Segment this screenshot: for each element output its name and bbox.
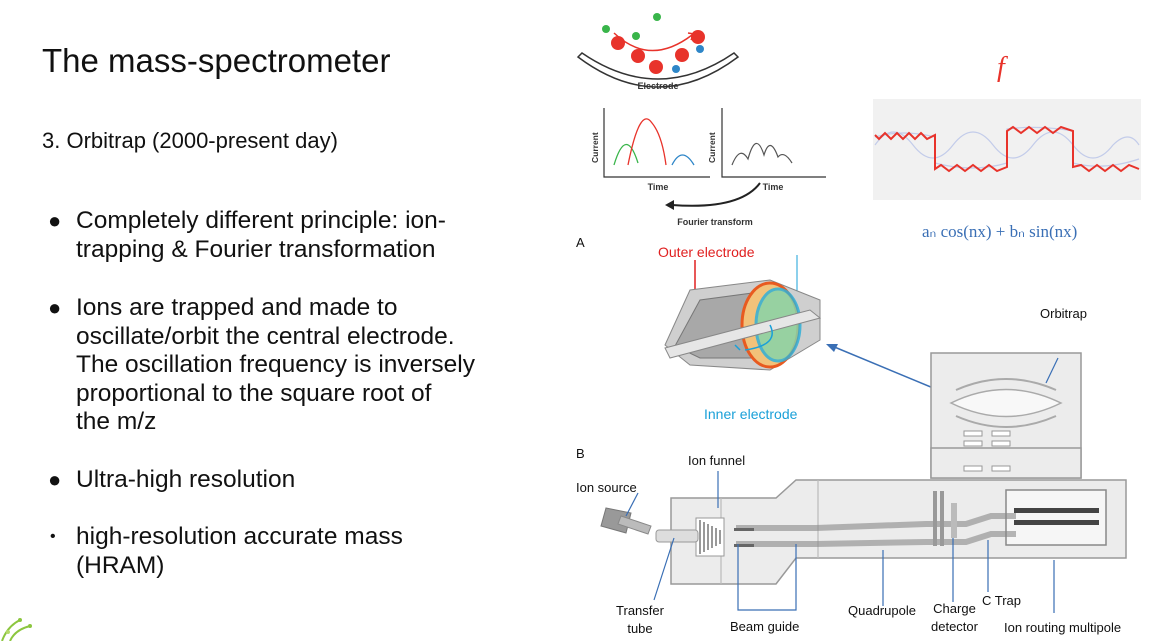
- current-axis-label: Current: [590, 132, 600, 163]
- f-symbol: f: [997, 52, 1005, 83]
- fourier-formula: aₙ cos(nx) + bₙ sin(nx): [922, 222, 1078, 241]
- plot-axes: [721, 108, 826, 178]
- label-leaders: [625, 471, 1055, 613]
- current-axis-label: Current: [707, 132, 717, 163]
- bullet-dot: ●: [48, 208, 62, 233]
- bullet-line: The oscillation frequency is inversely: [76, 351, 475, 378]
- bullet-line: trapping & Fourier transformation: [76, 235, 436, 263]
- bullet-dot: ●: [48, 467, 62, 492]
- ion-source-label: Ion source: [576, 480, 637, 495]
- bullet-line: Ultra-high resolution: [76, 466, 296, 493]
- ion-routing-multipole-label: Ion routing multipole: [1004, 620, 1122, 635]
- transfer-tube-line: tube: [627, 621, 653, 636]
- time-axis-label: Time: [648, 182, 669, 192]
- ion-dot: [632, 32, 640, 40]
- ion-dot: [675, 48, 689, 62]
- bullet-line: the m/z: [76, 408, 157, 435]
- orbitrap-cutaway: [664, 255, 822, 371]
- charge-detector-line: detector: [931, 619, 978, 634]
- fourier-series-plot: [873, 99, 1141, 200]
- bullet-dot: ●: [48, 295, 62, 320]
- leaf-decoration-icon: [1, 618, 32, 641]
- bullet-dot: •: [50, 528, 56, 545]
- bullet-line: high-resolution accurate mass: [76, 523, 403, 550]
- red-signal: [627, 118, 667, 166]
- ion-dot: [696, 45, 704, 53]
- ion-dot: [653, 13, 661, 21]
- blue-signal: [671, 154, 695, 166]
- bullet-line: (HRAM): [76, 551, 165, 579]
- instrument-schematic: [600, 352, 1127, 613]
- fourier-label: Fourier transform: [677, 217, 753, 227]
- orbitrap-label: Orbitrap: [1040, 306, 1087, 321]
- bullet-line: proportional to the square root of: [76, 379, 432, 407]
- orbitrap-electrode: [949, 388, 1063, 418]
- ion-dot: [631, 49, 645, 63]
- central-electrode: [664, 309, 822, 359]
- transfer-tube-line: Transfer: [616, 603, 664, 618]
- c-trap-label: C Trap: [982, 593, 1022, 608]
- bullet-line: Completely different principle: ion-: [76, 207, 446, 234]
- ion-dot: [649, 60, 663, 74]
- bullet-line: Ions are trapped and made to: [76, 294, 398, 321]
- bullet-line: oscillate/orbit the central electrode.: [76, 322, 455, 350]
- frequency-spectrum: [731, 142, 793, 166]
- ion-dot: [672, 65, 680, 73]
- outer-electrode-label: Outer electrode: [658, 244, 755, 260]
- ion-dot: [602, 25, 610, 33]
- plot-axes: [603, 108, 710, 178]
- signal-figure: Electrode Current Time Current Time Four…: [576, 13, 826, 227]
- charge-detector-line: Charge: [933, 601, 976, 616]
- slide-title: The mass-spectrometer: [42, 42, 391, 79]
- transfer-tube-label: Transfer tube: [614, 603, 666, 636]
- inner-electrode-label: Inner electrode: [704, 406, 798, 422]
- green-signal: [613, 143, 639, 166]
- electrode-arc: [576, 52, 740, 88]
- panel-b-label: B: [576, 446, 585, 461]
- fourier-arrow: [671, 182, 761, 207]
- ion-dot: [611, 36, 625, 50]
- zoom-arrow: [826, 344, 939, 391]
- ion-routing-multipole: [1005, 489, 1107, 546]
- beam-guide-label: Beam guide: [730, 619, 800, 634]
- charge-detector-label: Charge detector: [931, 601, 978, 634]
- electrode-label: Electrode: [637, 81, 678, 91]
- time-axis-label: Time: [763, 182, 784, 192]
- panel-a-label: A: [576, 235, 585, 250]
- square-wave: [874, 125, 1140, 173]
- quadrupole-label: Quadrupole: [848, 603, 916, 618]
- slide-subtitle: 3. Orbitrap (2000-present day): [42, 128, 338, 153]
- ion-funnel-label: Ion funnel: [688, 453, 746, 468]
